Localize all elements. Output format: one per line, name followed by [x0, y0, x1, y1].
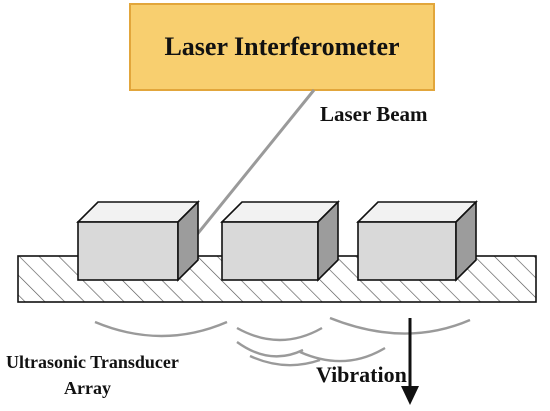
laser-beam-label: Laser Beam [320, 102, 428, 126]
transducer-2-front [221, 221, 319, 281]
transducer-3-side [455, 200, 477, 282]
wave-arc-6 [299, 346, 386, 363]
transducer-1-front [77, 221, 179, 281]
transducer-array-label-line1: Ultrasonic Transducer [6, 352, 179, 372]
transducer-array-label-line2: Array [64, 378, 111, 398]
wave-arc-1 [94, 320, 228, 338]
laser-interferometer-box [129, 3, 435, 91]
laser-beam-line [176, 89, 316, 259]
transducer-1-side [177, 200, 199, 282]
vibration-arrow-head [401, 386, 419, 405]
vibration-label: Vibration [316, 362, 407, 387]
transducer-3 [356, 200, 478, 282]
interferometer-title: Laser Interferometer [164, 32, 400, 61]
transducer-3-front [357, 221, 457, 281]
wave-arc-2 [236, 326, 323, 342]
wave-arc-4 [236, 341, 304, 358]
transducer-1 [76, 200, 200, 282]
wave-arc-3 [329, 316, 471, 335]
wave-arc-5 [249, 354, 321, 367]
transducer-2 [220, 200, 340, 282]
transducer-2-side [317, 200, 339, 282]
